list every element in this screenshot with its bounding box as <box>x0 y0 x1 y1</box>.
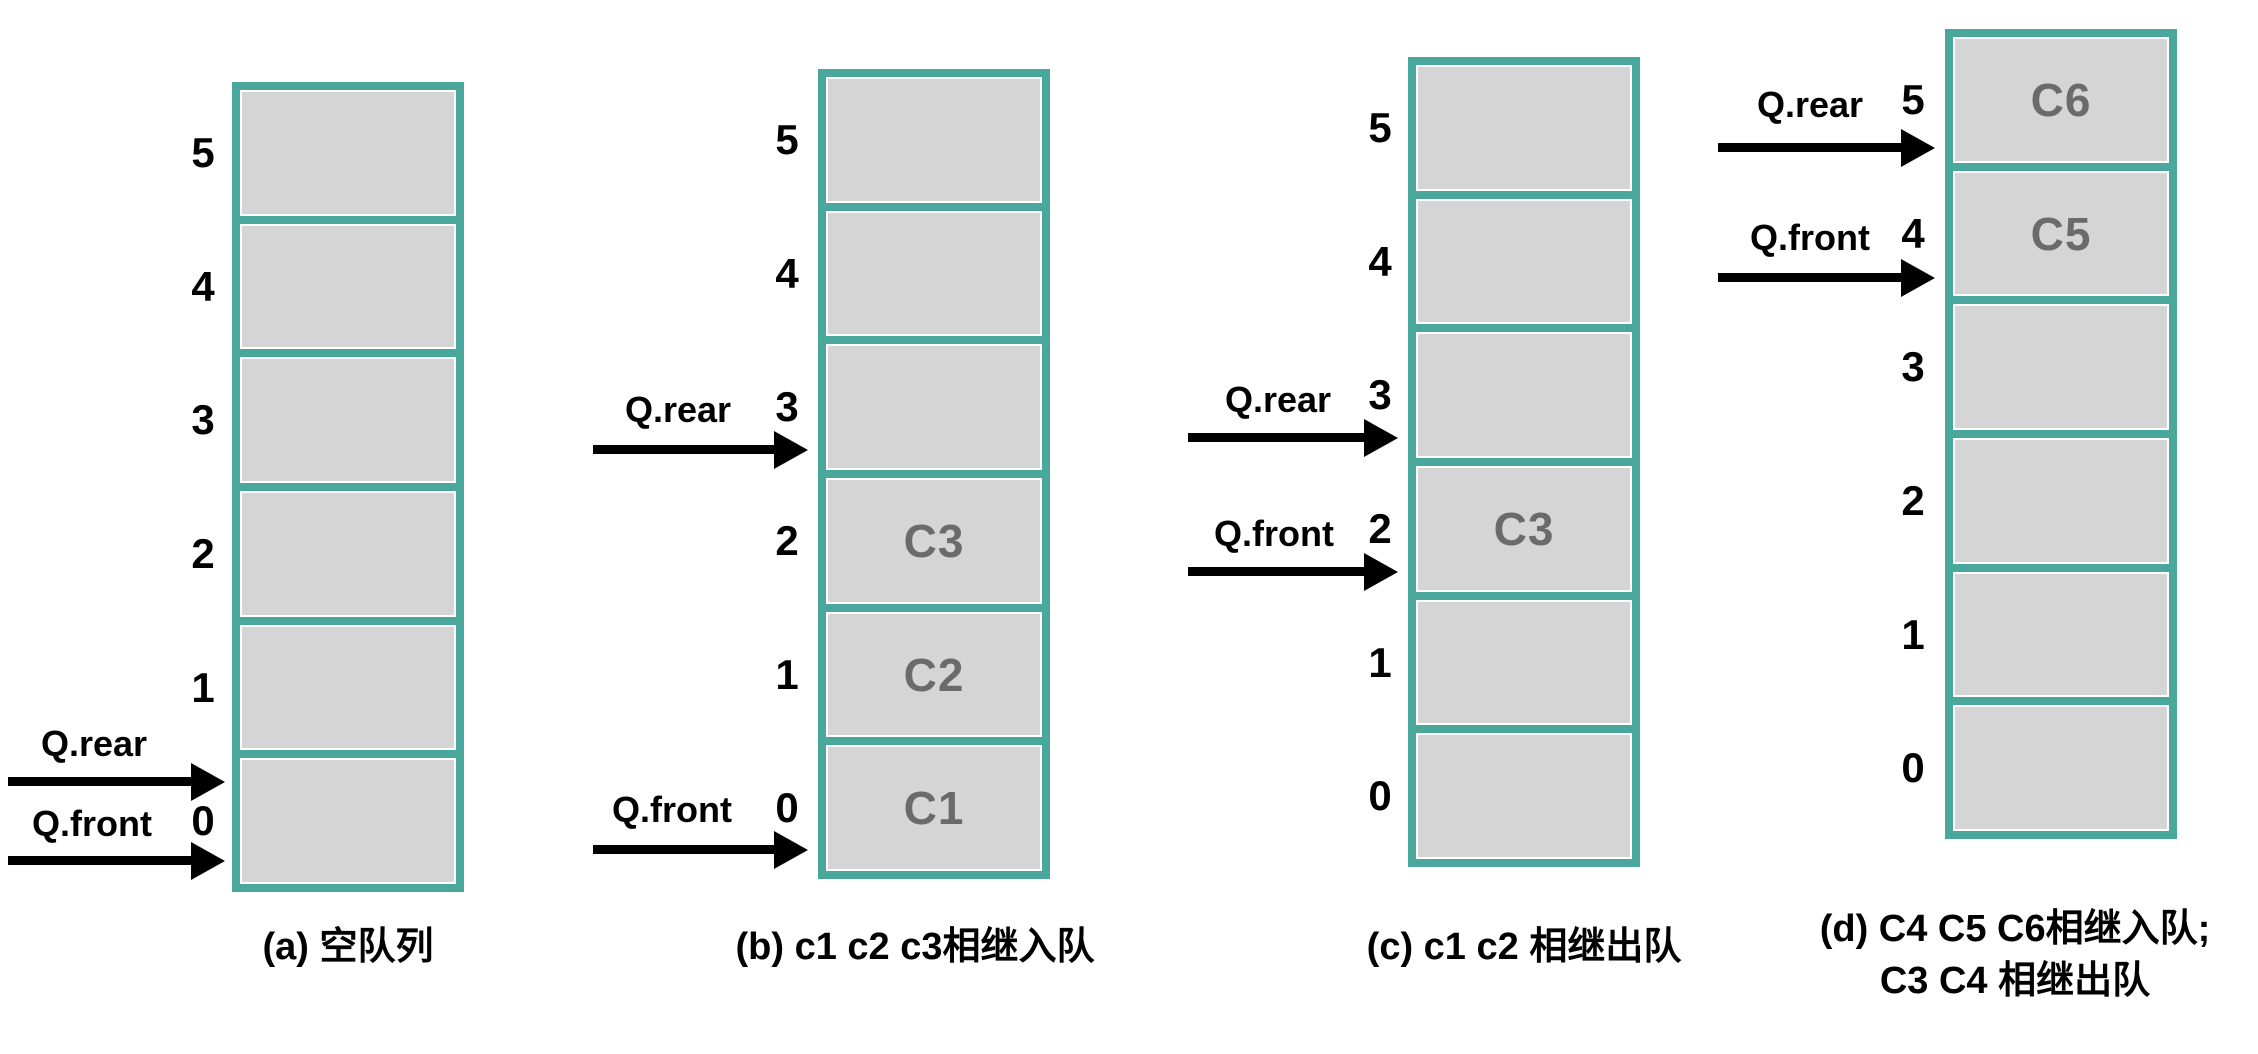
rear-arrow-icon <box>1188 433 1364 442</box>
array-cell <box>826 202 1042 337</box>
front-arrow-icon <box>1718 273 1901 282</box>
rear-arrow-icon <box>593 445 774 454</box>
index-label: 5 <box>1368 104 1392 151</box>
array-cell: C2 <box>826 603 1042 738</box>
array-cell <box>1416 725 1632 860</box>
cell-value: C5 <box>2030 207 2092 260</box>
array-b: C3 C2 C1 <box>818 69 1050 879</box>
array-a <box>232 82 464 892</box>
array-cell <box>240 483 456 617</box>
array-cell <box>1416 190 1632 325</box>
array-cell <box>1416 65 1632 191</box>
array-cell <box>1953 430 2169 564</box>
index-label: 3 <box>1368 371 1392 418</box>
rear-pointer-label: Q.rear <box>1224 379 1332 420</box>
array-cell: C1 <box>826 737 1042 872</box>
index-label: 0 <box>191 797 215 844</box>
index-label: 2 <box>1901 477 1925 524</box>
cell-value: C1 <box>903 782 965 835</box>
array-cell <box>1953 697 2169 832</box>
index-label: 1 <box>775 651 799 698</box>
index-label: 0 <box>1368 772 1392 819</box>
array-cell <box>240 616 456 751</box>
caption-d: (d) C4 C5 C6相继入队; C3 C4 相继出队 <box>1820 903 2211 1007</box>
cell-value: C3 <box>1493 502 1555 555</box>
rear-arrow-icon <box>8 777 191 786</box>
array-cell: C3 <box>826 470 1042 604</box>
index-label: 5 <box>1901 76 1925 123</box>
index-label: 4 <box>775 250 799 297</box>
array-cell <box>240 349 456 484</box>
caption-b: (b) c1 c2 c3相继入队 <box>735 926 1095 968</box>
array-cell <box>240 750 456 885</box>
index-label: 2 <box>191 530 215 577</box>
front-arrow-icon <box>8 856 191 865</box>
front-pointer-label: Q.front <box>32 803 152 844</box>
index-label: 4 <box>1368 238 1392 285</box>
array-cell <box>826 77 1042 203</box>
index-label: 2 <box>1368 505 1392 552</box>
index-label: 1 <box>1901 611 1925 658</box>
index-label: 3 <box>191 396 215 443</box>
index-label: 1 <box>1368 639 1392 686</box>
caption-a: (a) 空队列 <box>262 926 434 968</box>
array-cell <box>240 215 456 350</box>
caption-d-line1: (d) C4 C5 C6相继入队; <box>1819 908 2211 950</box>
caption-d-line2: C3 C4 相继出队 <box>1879 960 2151 1002</box>
index-label: 0 <box>1901 744 1925 791</box>
array-c: C3 <box>1408 57 1640 867</box>
index-label: 4 <box>191 263 215 310</box>
front-pointer-label: Q.front <box>1214 513 1334 554</box>
array-cell <box>1416 591 1632 726</box>
index-label: 5 <box>191 129 215 176</box>
index-label: 1 <box>191 664 215 711</box>
array-cell: C5 <box>1953 162 2169 297</box>
front-pointer-label: Q.front <box>612 789 732 830</box>
front-pointer-label: Q.front <box>1750 217 1870 258</box>
array-cell <box>1953 296 2169 431</box>
index-label: 3 <box>775 383 799 430</box>
index-label: 0 <box>775 784 799 831</box>
front-arrow-icon <box>1188 567 1364 576</box>
index-label: 4 <box>1901 210 1925 257</box>
rear-pointer-label: Q.rear <box>1756 84 1864 125</box>
array-d: C6 C5 <box>1945 29 2177 839</box>
index-label: 5 <box>775 116 799 163</box>
cell-value: C6 <box>2030 73 2092 126</box>
index-label: 2 <box>775 517 799 564</box>
rear-pointer-label: Q.rear <box>624 389 732 430</box>
index-label: 3 <box>1901 343 1925 390</box>
array-cell: C3 <box>1416 458 1632 592</box>
front-arrow-icon <box>593 845 774 854</box>
rear-arrow-icon <box>1718 143 1901 152</box>
array-cell <box>1953 563 2169 698</box>
array-cell <box>1416 324 1632 459</box>
rear-pointer-label: Q.rear <box>40 723 148 764</box>
caption-c: (c) c1 c2 相继出队 <box>1366 926 1682 968</box>
cell-value: C3 <box>903 514 965 567</box>
array-cell: C6 <box>1953 37 2169 163</box>
array-cell <box>826 336 1042 471</box>
cell-value: C2 <box>903 648 965 701</box>
array-cell <box>240 90 456 216</box>
